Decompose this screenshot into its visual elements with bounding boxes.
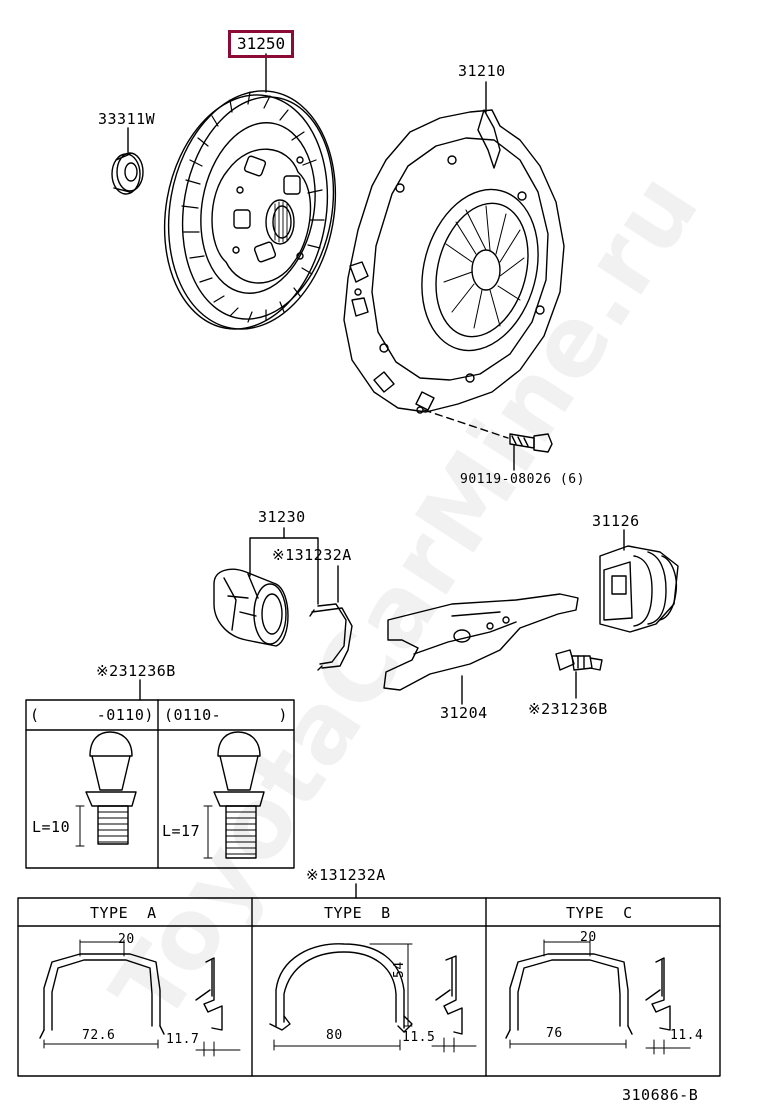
- clip-b-dim-width: 80: [326, 1028, 343, 1043]
- clutch-disc[interactable]: [147, 78, 354, 343]
- release-clip[interactable]: [309, 603, 353, 671]
- clip-a-dim-top: 20: [118, 932, 135, 947]
- part-label-boot[interactable]: 31126: [592, 512, 640, 530]
- release-fork-boot[interactable]: [599, 545, 679, 633]
- clip-c-dim-width: 76: [546, 1026, 563, 1041]
- clip-type-a-drawing: [39, 939, 241, 1057]
- clip-type-b-label: TYPE B: [324, 904, 391, 922]
- diagram-code: 310686-B: [622, 1086, 699, 1104]
- part-label-cover-bolt[interactable]: 90119-08026 (6): [460, 472, 585, 487]
- clip-type-b-drawing: [269, 943, 477, 1053]
- cover-bolt[interactable]: [509, 433, 553, 453]
- clip-type-a-label: TYPE A: [90, 904, 157, 922]
- part-label-release-fork[interactable]: 31204: [440, 704, 488, 722]
- clip-table-title: ※131232A: [306, 866, 386, 884]
- support-variant-table: [25, 699, 295, 869]
- clip-type-table: [17, 897, 721, 1077]
- clip-a-dim-thickness: 11.7: [166, 1032, 200, 1047]
- clip-b-dim-thickness: 11.5: [402, 1030, 436, 1045]
- support-variant-short: [75, 731, 137, 847]
- support-variant-long: [203, 731, 265, 859]
- clutch-cover[interactable]: [343, 109, 565, 414]
- bolt-axis: [423, 409, 509, 439]
- part-label-clutch-disc[interactable]: 31250: [228, 30, 295, 58]
- support-col2-length: L=17: [162, 822, 201, 840]
- support-col1-header: ( -0110): [30, 706, 154, 724]
- clip-type-c-label: TYPE C: [566, 904, 633, 922]
- support-col2-header: (0110- ): [164, 706, 288, 724]
- part-label-release-bearing[interactable]: 31230: [258, 508, 306, 526]
- clip-b-dim-height: 54: [392, 961, 407, 978]
- clip-a-dim-width: 72.6: [82, 1028, 116, 1043]
- part-label-fork-support-top[interactable]: ※231236B: [96, 662, 176, 680]
- release-bearing[interactable]: [213, 568, 289, 647]
- part-label-release-clip[interactable]: ※131232A: [272, 546, 352, 564]
- part-label-pilot-bearing[interactable]: 33311W: [98, 110, 156, 128]
- part-label-clutch-cover[interactable]: 31210: [458, 62, 506, 80]
- part-label-fork-support[interactable]: ※231236B: [528, 700, 608, 718]
- clip-c-dim-top: 20: [580, 930, 597, 945]
- fork-support-bolt[interactable]: [555, 649, 603, 671]
- pilot-bearing[interactable]: [111, 152, 144, 195]
- clip-type-c-drawing: [505, 939, 691, 1055]
- support-col1-length: L=10: [32, 818, 71, 836]
- release-fork[interactable]: [383, 593, 579, 691]
- clip-c-dim-thickness: 11.4: [670, 1028, 704, 1043]
